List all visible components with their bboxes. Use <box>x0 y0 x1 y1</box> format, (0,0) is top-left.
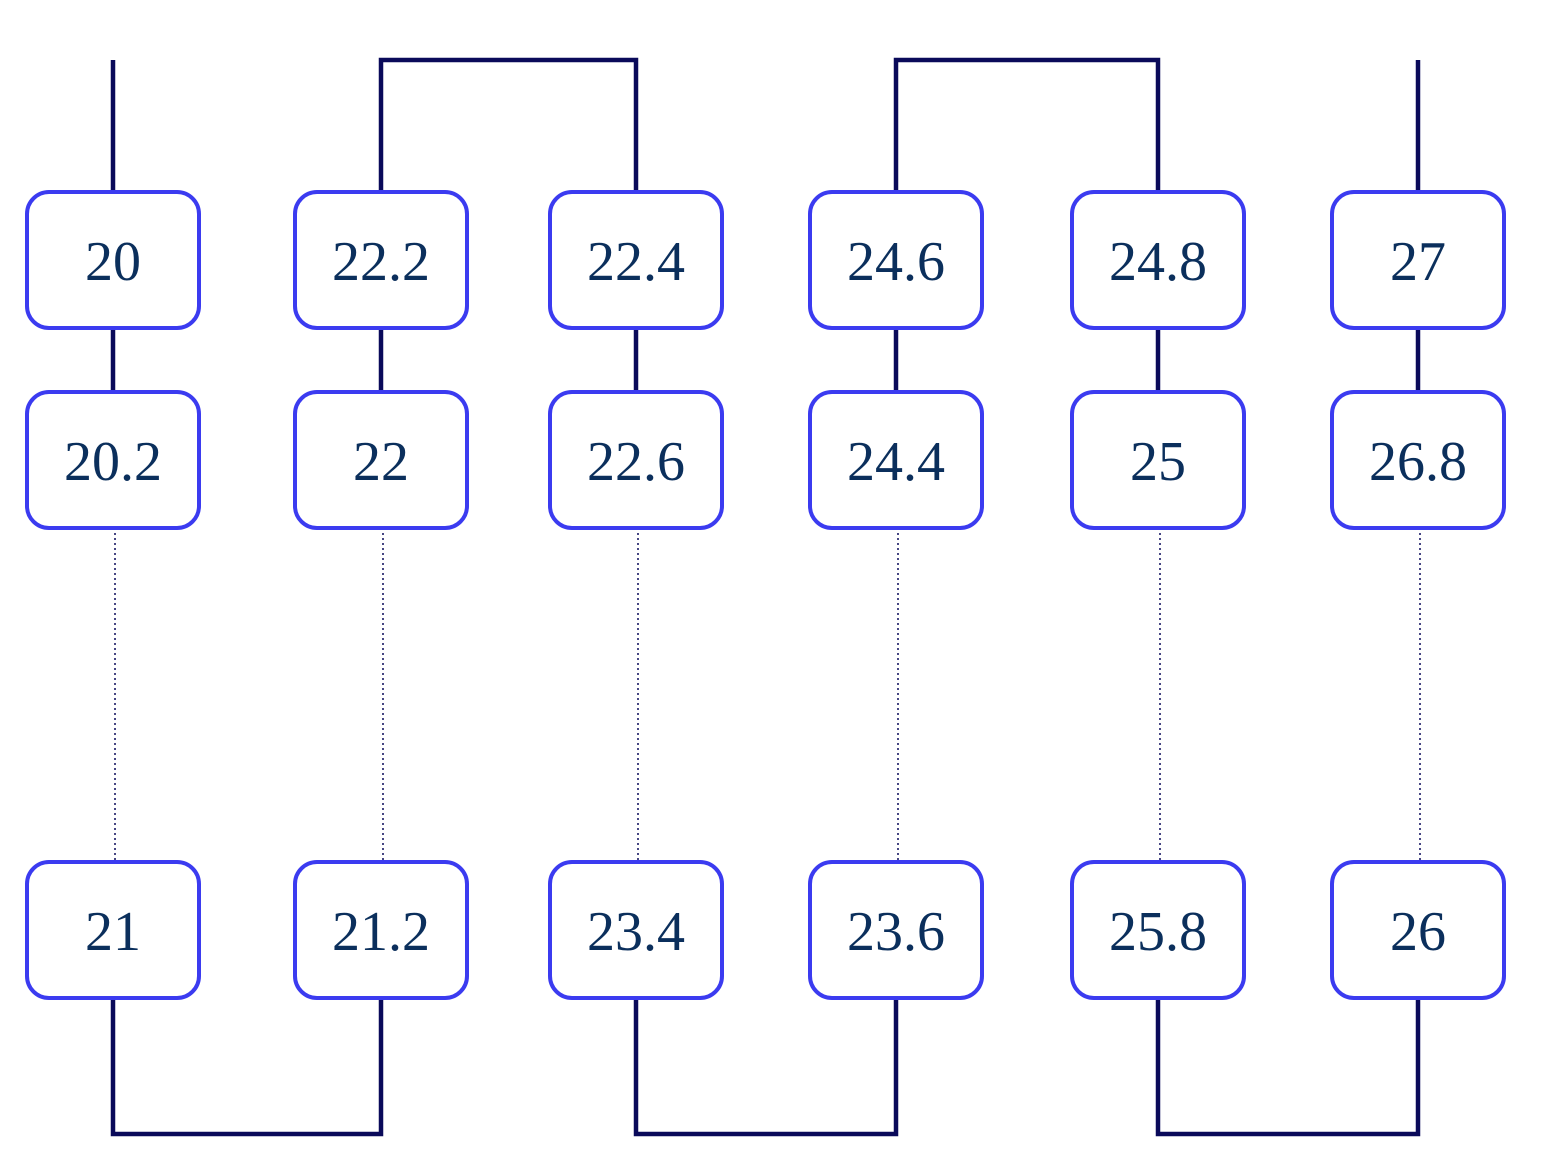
node-bottom-2: 21.2 <box>293 860 469 1000</box>
node-bottom-6: 26 <box>1330 860 1506 1000</box>
node-label: 27 <box>1390 231 1446 293</box>
node-bottom-5: 25.8 <box>1070 860 1246 1000</box>
node-bottom-3: 23.4 <box>548 860 724 1000</box>
node-top-6: 27 <box>1330 190 1506 330</box>
node-box <box>1330 860 1506 1000</box>
node-box <box>293 190 469 330</box>
bottom-bridge-wire-3 <box>1155 998 1421 1137</box>
node-bottom-4: 23.6 <box>808 860 984 1000</box>
bottom-bridge-wire-1 <box>110 998 384 1137</box>
node-label: 22.2 <box>332 231 430 293</box>
node-label: 22 <box>353 431 409 493</box>
connector-lines <box>110 57 1421 1137</box>
node-label: 20 <box>85 231 141 293</box>
node-middle-4: 24.4 <box>808 390 984 530</box>
node-box <box>548 860 724 1000</box>
node-top-1: 20 <box>25 190 201 330</box>
node-box <box>808 390 984 530</box>
node-box <box>1330 190 1506 330</box>
node-label: 23.4 <box>587 901 685 963</box>
node-bottom-1: 21 <box>25 860 201 1000</box>
node-box <box>1070 190 1246 330</box>
top-bridge-wire-1 <box>378 57 639 192</box>
top-bridge-wire-2 <box>893 57 1161 192</box>
node-box <box>25 190 201 330</box>
node-box <box>1070 860 1246 1000</box>
node-box <box>25 860 201 1000</box>
node-label: 24.8 <box>1109 231 1207 293</box>
node-label: 24.4 <box>847 431 945 493</box>
node-label: 22.4 <box>587 231 685 293</box>
node-label: 20.2 <box>64 431 162 493</box>
node-label: 24.6 <box>847 231 945 293</box>
node-middle-6: 26.8 <box>1330 390 1506 530</box>
node-label: 23.6 <box>847 901 945 963</box>
node-label: 26.8 <box>1369 431 1467 493</box>
node-middle-2: 22 <box>293 390 469 530</box>
bottom-bridge-wire-2 <box>633 998 899 1137</box>
node-box <box>808 190 984 330</box>
node-label: 26 <box>1390 901 1446 963</box>
node-top-2: 22.2 <box>293 190 469 330</box>
node-top-3: 22.4 <box>548 190 724 330</box>
node-box <box>548 390 724 530</box>
node-label: 25.8 <box>1109 901 1207 963</box>
node-top-5: 24.8 <box>1070 190 1246 330</box>
node-boxes: 20 20.2 21 22.2 22 21.2 22.4 22.6 23.4 24.6 24.4 23… <box>25 190 1506 1000</box>
node-middle-1: 20.2 <box>25 390 201 530</box>
node-box <box>293 390 469 530</box>
node-middle-3: 22.6 <box>548 390 724 530</box>
node-label: 21.2 <box>332 901 430 963</box>
node-top-4: 24.6 <box>808 190 984 330</box>
node-box <box>808 860 984 1000</box>
node-box <box>1330 390 1506 530</box>
node-middle-5: 25 <box>1070 390 1246 530</box>
node-label: 25 <box>1130 431 1186 493</box>
node-box <box>548 190 724 330</box>
node-label: 22.6 <box>587 431 685 493</box>
node-box <box>293 860 469 1000</box>
node-box <box>1070 390 1246 530</box>
node-box <box>25 390 201 530</box>
node-label: 21 <box>85 901 141 963</box>
